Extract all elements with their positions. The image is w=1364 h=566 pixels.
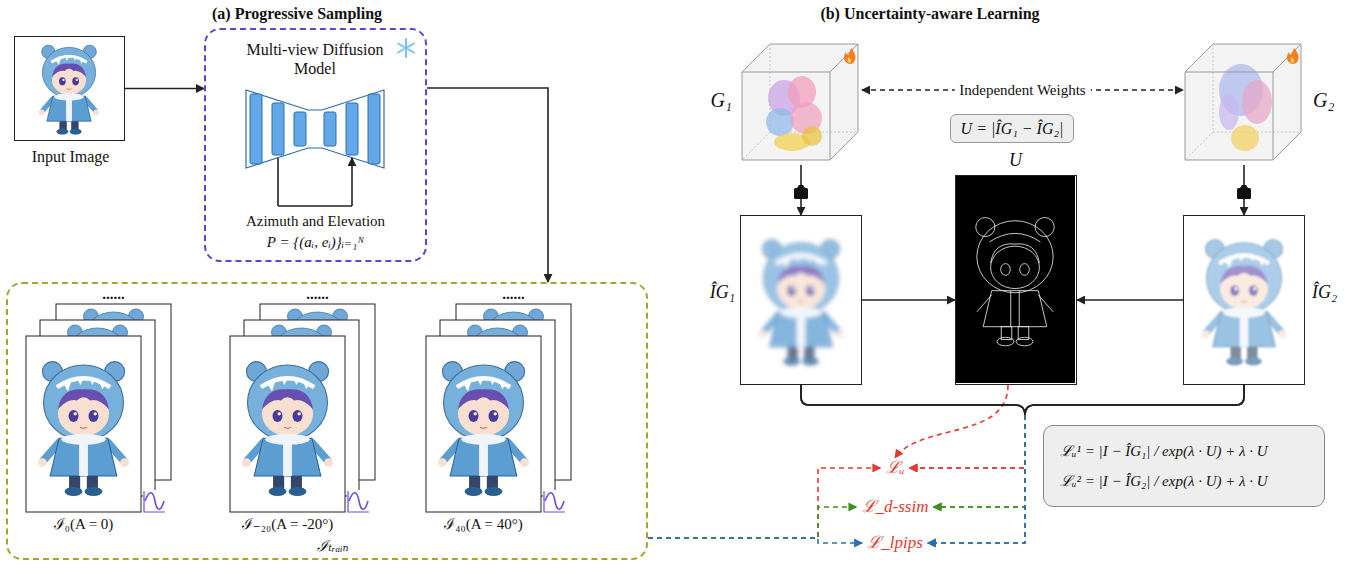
loss-formula-box-text: ℒᵤ¹ = |I − ÎG₁| / exp(λ · U) + λ · U	[1060, 436, 1308, 466]
connector	[125, 88, 204, 89]
diffusion-model-box-text: (a) Progressive Sampling	[212, 4, 442, 23]
uncertainty-map-art	[956, 176, 1076, 384]
connector-line	[801, 385, 1025, 415]
uncertainty-map-text: U	[956, 150, 1075, 172]
view-stack: ℐ₄₀(A = 40°)......	[422, 302, 582, 542]
view-stack-text: ℐ₀(A = 0)	[14, 515, 153, 533]
formula-box-text: U = |ÎG₁ − ÎG₂|	[961, 119, 1064, 138]
training-views-box-text: ℐₜᵣₐᵢₙ	[288, 537, 378, 555]
connector	[801, 385, 1025, 507]
connector	[801, 385, 1025, 543]
view-stack: ℐ₀(A = 0)......	[22, 302, 182, 542]
connector-line	[427, 88, 548, 282]
connector	[862, 300, 955, 301]
ellipsis-mark: ......	[456, 285, 571, 303]
diffusion-model-box-text: P = {(aᵢ, eᵢ)}ᵢ₌₁ᴺ	[206, 233, 425, 251]
loss-term-text: ℒ_lpips	[867, 533, 923, 553]
diffusion-model-box: (a) Progressive SamplingMulti-view Diffu…	[204, 28, 427, 262]
connector	[648, 538, 862, 543]
connector	[1077, 300, 1183, 301]
rendered-image-text: ÎG₂	[1312, 282, 1356, 304]
connector-line	[909, 415, 1025, 468]
connector-line	[125, 88, 204, 90]
connector-line	[928, 415, 1025, 543]
rendered-image-text: ÎG₁	[691, 282, 735, 304]
connector-line	[928, 415, 1025, 543]
input-image: Input Image	[14, 36, 125, 141]
view-stack-art	[422, 302, 582, 542]
gaussian-cube-art	[1183, 40, 1305, 165]
connector-line	[1025, 385, 1244, 415]
gaussian-cube: G₂	[1183, 40, 1305, 165]
loss-term: ℒᵤ	[883, 458, 908, 478]
connector-line	[801, 385, 1025, 415]
training-views-box: ℐₜᵣₐᵢₙℐ₀(A = 0)......ℐ₋₂₀(A = -20°).....…	[6, 282, 648, 560]
rendered-image-art	[1184, 216, 1304, 384]
connector-line	[1025, 385, 1244, 415]
loss-term-text: ℒ_d-ssim	[862, 497, 929, 517]
connector-line	[1025, 385, 1244, 415]
ellipsis-mark: ......	[260, 285, 375, 303]
view-stack-text: ℐ₋₂₀(A = -20°)	[218, 515, 357, 533]
connector	[648, 507, 857, 538]
view-stack-art	[226, 302, 386, 542]
input-image-text: Input Image	[0, 147, 141, 166]
diffusion-model-box-text: Azimuth and Elevation	[206, 212, 425, 230]
connector	[801, 385, 1025, 468]
rendered-image: ÎG₁	[740, 215, 862, 385]
connector-line	[895, 385, 1008, 458]
gaussian-cube-text: G₂	[1313, 88, 1351, 112]
connector-line	[648, 507, 857, 538]
input-image-art	[15, 37, 124, 140]
camera-icon	[1237, 185, 1251, 199]
connector-line	[862, 299, 955, 301]
gaussian-cube: G₁	[740, 40, 862, 165]
view-stack: ℐ₋₂₀(A = -20°)......	[226, 302, 386, 542]
section-heading: (b) Uncertainty-aware Learning	[780, 4, 1080, 23]
connector	[648, 468, 881, 538]
connector	[427, 88, 548, 282]
rendered-image-art	[741, 216, 861, 384]
connector-line	[933, 415, 1025, 507]
gaussian-cube-art	[740, 40, 862, 165]
uncertainty-map: U	[955, 175, 1077, 385]
connector-line	[648, 468, 881, 538]
diffusion-model-box-text: Multi-view Diffusion Model	[242, 40, 388, 78]
loss-term-text: ℒᵤ	[886, 458, 905, 478]
connector	[895, 385, 1008, 458]
ellipsis-mark: ......	[56, 285, 171, 303]
loss-term: ℒ_d-ssim	[859, 497, 932, 517]
edge-label: Independent Weights	[954, 81, 1090, 99]
camera-icon	[794, 185, 808, 199]
loss-formula-box-text: ℒᵤ² = |I − ÎG₂| / exp(λ · U) + λ · U	[1060, 466, 1308, 496]
connector-line	[801, 385, 1025, 415]
gaussian-cube-text: G₁	[694, 88, 732, 112]
connector-line	[933, 415, 1025, 507]
loss-formula-box: ℒᵤ¹ = |I − ÎG₁| / exp(λ · U) + λ · Uℒᵤ² …	[1043, 425, 1325, 507]
connector-line	[1077, 299, 1183, 301]
formula-box: U = |ÎG₁ − ÎG₂|	[950, 114, 1075, 143]
view-stack-text: ℐ₄₀(A = 40°)	[414, 515, 553, 533]
connector-line	[909, 415, 1025, 468]
connector-line	[648, 538, 862, 543]
loss-term: ℒ_lpips	[864, 533, 926, 553]
view-stack-art	[22, 302, 182, 542]
rendered-image: ÎG₂	[1183, 215, 1305, 385]
